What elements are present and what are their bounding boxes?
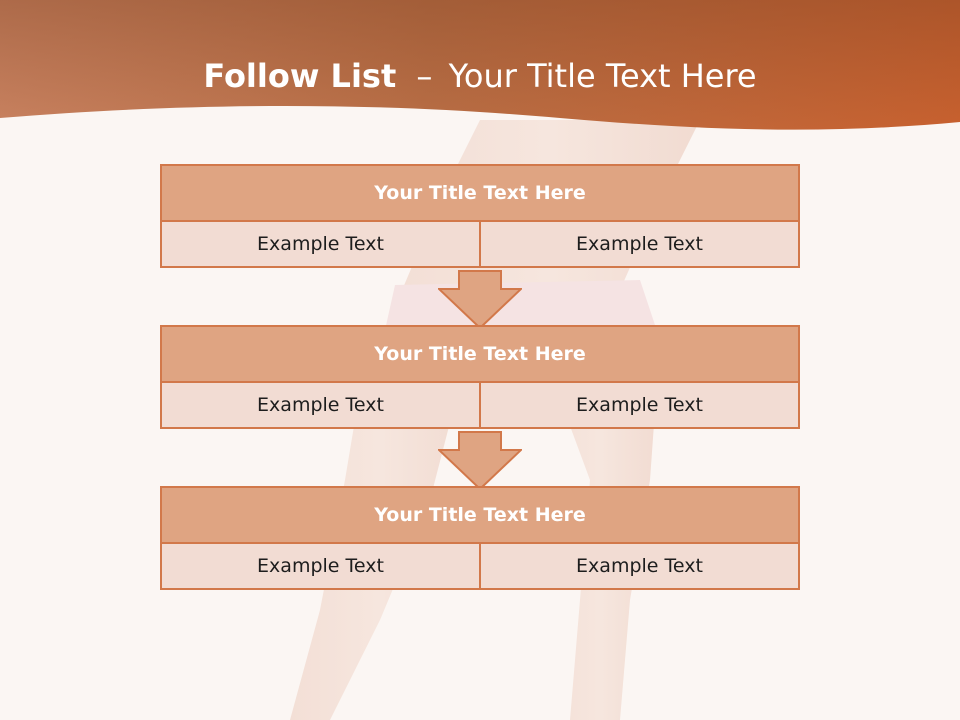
step-cells: Example Text Example Text — [162, 222, 798, 266]
step-box-2: Your Title Text Here Example Text Exampl… — [160, 325, 800, 429]
slide-title-rest: Your Title Text Here — [448, 57, 757, 95]
slide-title: Follow List – Your Title Text Here — [0, 52, 960, 100]
step-cells: Example Text Example Text — [162, 544, 798, 588]
down-arrow-icon — [438, 270, 522, 330]
step-title: Your Title Text Here — [162, 166, 798, 222]
step-cells: Example Text Example Text — [162, 383, 798, 427]
step-cell: Example Text — [257, 394, 384, 416]
step-cell: Example Text — [257, 555, 384, 577]
header-band — [0, 0, 960, 130]
step-title: Your Title Text Here — [162, 327, 798, 383]
slide-title-bold: Follow List — [203, 57, 397, 95]
down-arrow-icon — [438, 431, 522, 491]
step-cell: Example Text — [257, 233, 384, 255]
step-cell: Example Text — [479, 383, 798, 427]
step-box-1: Your Title Text Here Example Text Exampl… — [160, 164, 800, 268]
step-cell: Example Text — [479, 222, 798, 266]
step-box-3: Your Title Text Here Example Text Exampl… — [160, 486, 800, 590]
step-cell: Example Text — [479, 544, 798, 588]
step-title: Your Title Text Here — [162, 488, 798, 544]
slide-title-dash: – — [416, 57, 433, 95]
